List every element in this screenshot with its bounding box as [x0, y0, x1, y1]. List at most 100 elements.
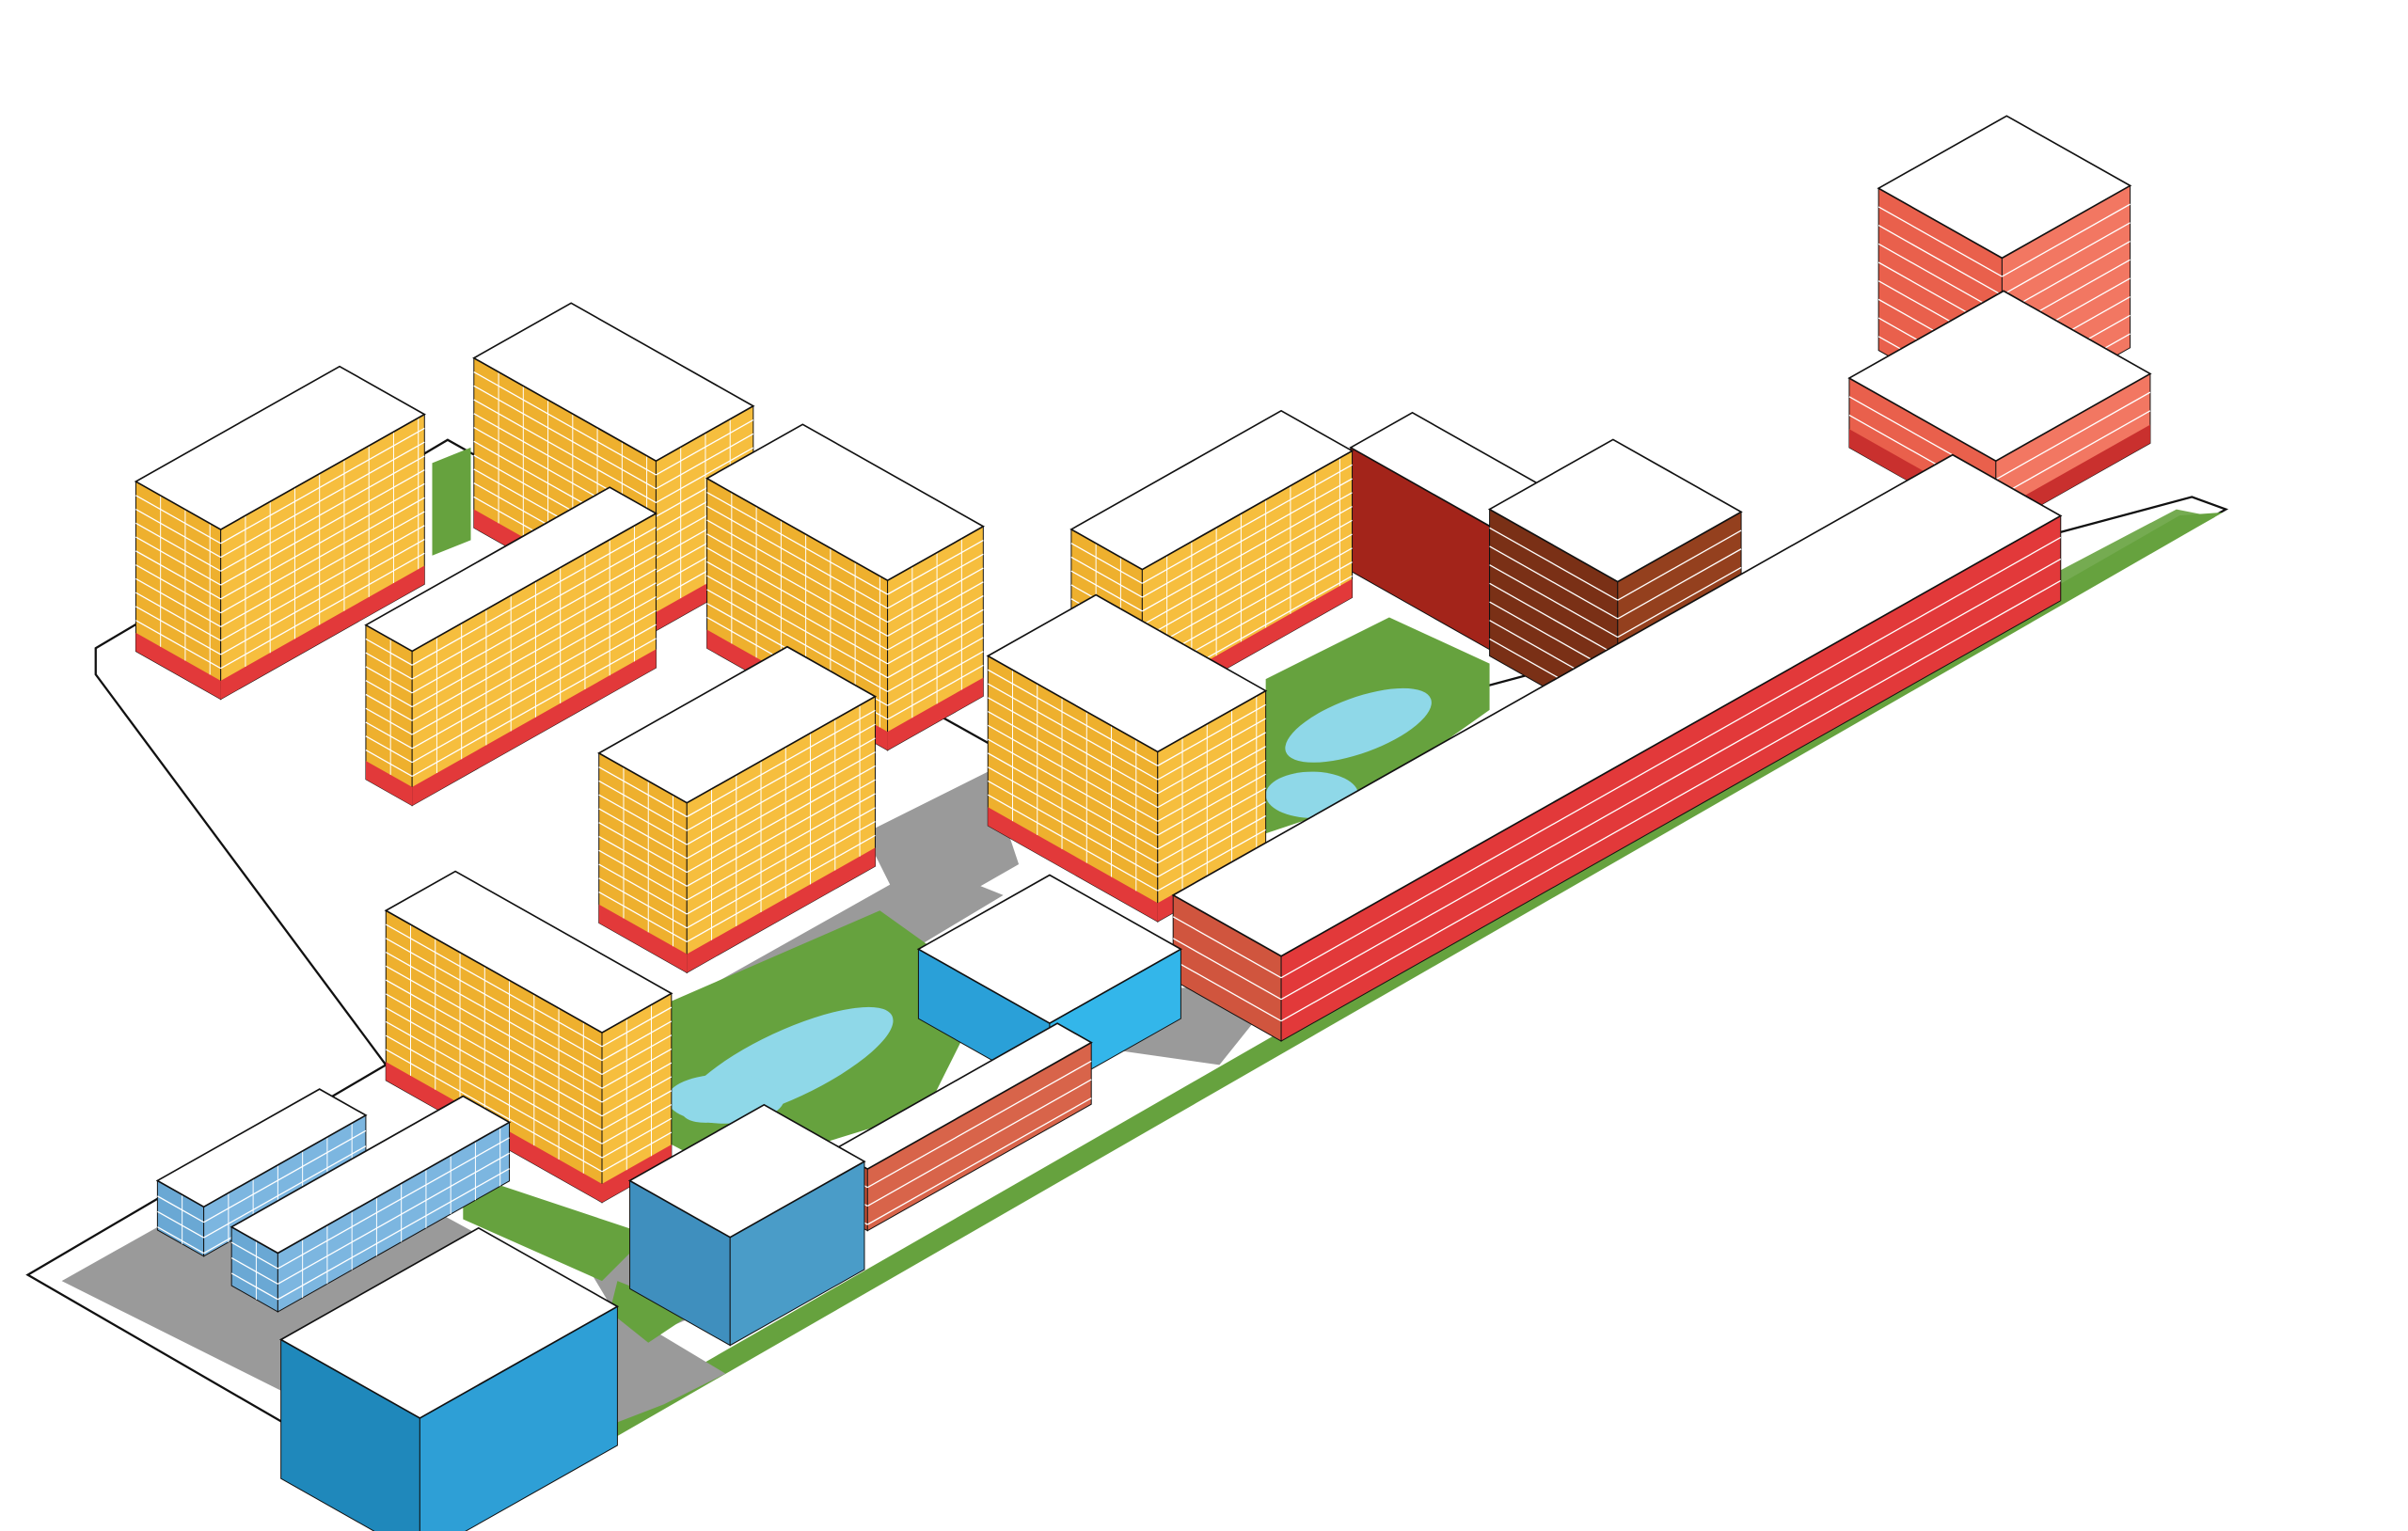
tower-podium-floor-line [1995, 391, 2151, 481]
residential-block-7-floor-line [1070, 570, 1143, 612]
residential-block-1-base-front [220, 565, 425, 700]
retail-bar-floor-line [1280, 558, 2062, 1001]
residential-block-8-floor-line [1157, 814, 1266, 877]
residential-block-5-floor-line [598, 877, 688, 929]
residential-block-7-floor-line [1070, 556, 1143, 598]
residential-block-2-floor-line [473, 371, 657, 476]
residential-block-5-floor-line [598, 892, 688, 942]
residential-block-4-floor-line [706, 589, 888, 692]
residential-block-1-floor-line [220, 552, 425, 670]
residential-block-8-floor-line [1157, 801, 1266, 864]
residential-block-5-floor-line [686, 709, 876, 818]
residential-block-4-floor-line [887, 539, 984, 595]
residential-block-8-roof [986, 593, 1268, 753]
office-tower-floor-line [2002, 222, 2131, 296]
residential-block-1-floor-line [220, 525, 425, 641]
residential-block-6-roof [384, 870, 673, 1034]
residential-block-1-floor-line [220, 455, 425, 572]
residential-block-4-floor-line [887, 595, 984, 651]
residential-block-6-floor-line [385, 952, 603, 1075]
residential-block-5-floor-line [598, 822, 688, 874]
orange-bar-floor-line [866, 1060, 1092, 1189]
residential-block-4-floor-line [887, 581, 984, 637]
residential-block-8-floor-line [987, 738, 1159, 836]
residential-block-8-floor-line [1157, 759, 1266, 822]
residential-block-3-floor-line [411, 554, 657, 694]
office-tower-roof [1877, 115, 2132, 260]
residential-block-3-floor-line [411, 582, 657, 721]
residential-block-3-floor-line [411, 609, 657, 750]
residential-block-5-base-front [687, 847, 876, 973]
residential-block-1-floor-line [220, 511, 425, 627]
retail-bar-floor-line [1172, 938, 1282, 1001]
residential-block-8-floor-line [1157, 746, 1266, 809]
retail-bar-floor-line [1172, 959, 1282, 1022]
residential-block-6-floor-line [385, 965, 603, 1089]
residential-block-1-floor-line [220, 441, 425, 559]
residential-block-2-floor-line [656, 433, 754, 490]
residential-block-4-floor-line [887, 623, 984, 679]
residential-block-7-floor-line [1142, 533, 1353, 654]
residential-block-4-floor-line [706, 505, 888, 609]
residential-block-4-floor-line [706, 560, 888, 665]
residential-block-8-floor-line [1157, 703, 1266, 766]
small-office-2-roof [230, 1095, 512, 1255]
residential-block-5-floor-line [598, 863, 688, 915]
residential-block-6-floor-line [601, 1103, 673, 1144]
residential-block-4-floor-line [887, 553, 984, 609]
residential-block-8-floor-line [987, 669, 1159, 766]
blue-block-mid-roof [627, 1103, 866, 1239]
residential-block-8-floor-line [987, 724, 1159, 822]
residential-block-2-floor-line [656, 418, 754, 476]
residential-block-4-base-front [887, 677, 984, 750]
residential-block-1-floor-line [135, 509, 221, 559]
residential-block-6-base-front [602, 1144, 672, 1203]
residential-block-5-floor-line [598, 780, 688, 831]
residential-block-1-floor-line [220, 482, 425, 600]
residential-block-1-floor-line [220, 497, 425, 614]
office-tower-floor-line [1877, 206, 2003, 277]
brown-block-floor-line [1617, 529, 1742, 601]
brown-block-floor-line [1617, 566, 1742, 639]
residential-block-3-floor-line [411, 623, 657, 764]
residential-block-7-floor-line [1142, 505, 1353, 626]
residential-block-4-floor-line [887, 637, 984, 692]
residential-block-4-floor-line [706, 547, 888, 651]
office-tower-floor-line [1877, 243, 2003, 315]
residential-block-8-floor-line [1157, 773, 1266, 836]
residential-block-8-floor-line [1157, 718, 1266, 781]
residential-block-4-roof [705, 423, 986, 582]
residential-block-3-floor-line [411, 540, 657, 680]
residential-block-6-floor-line [385, 1049, 603, 1173]
residential-block-8-floor-line [987, 780, 1159, 877]
office-tower-floor-line [2002, 203, 2131, 277]
residential-block-7-floor-line [1142, 519, 1353, 639]
residential-block-3-roof [364, 486, 658, 653]
residential-block-5-floor-line [598, 766, 688, 818]
residential-block-3-floor-line [365, 721, 413, 750]
residential-block-5-floor-line [598, 849, 688, 901]
residential-block-5-floor-line [686, 737, 876, 845]
residential-block-1-floor-line [135, 606, 221, 655]
residential-block-3-floor-line [365, 666, 413, 694]
residential-block-1-floor-line [135, 592, 221, 641]
road [863, 771, 1020, 926]
residential-block-6-floor-line [385, 938, 603, 1062]
residential-block-7-floor-line [1142, 492, 1353, 612]
residential-block-8-floor-line [1157, 829, 1266, 892]
residential-block-1-floor-line [135, 620, 221, 670]
residential-block-8-floor-line [1157, 787, 1266, 850]
residential-block-3-floor-line [411, 638, 657, 777]
residential-block-6-floor-line [385, 979, 603, 1103]
residential-block-7-floor-line [1070, 543, 1143, 584]
small-office-1-floor-line [157, 1226, 204, 1255]
retail-bar-roof [1171, 453, 2063, 957]
residential-block-5-floor-line [686, 807, 876, 915]
small-office-2-floor-line [230, 1241, 278, 1270]
residential-block-1-floor-line [135, 577, 221, 627]
residential-block-6-floor-line [601, 1034, 673, 1075]
residential-block-4-floor-line [887, 664, 984, 720]
residential-block-7-floor-line [1142, 478, 1353, 598]
residential-block-4-floor-line [706, 575, 888, 679]
